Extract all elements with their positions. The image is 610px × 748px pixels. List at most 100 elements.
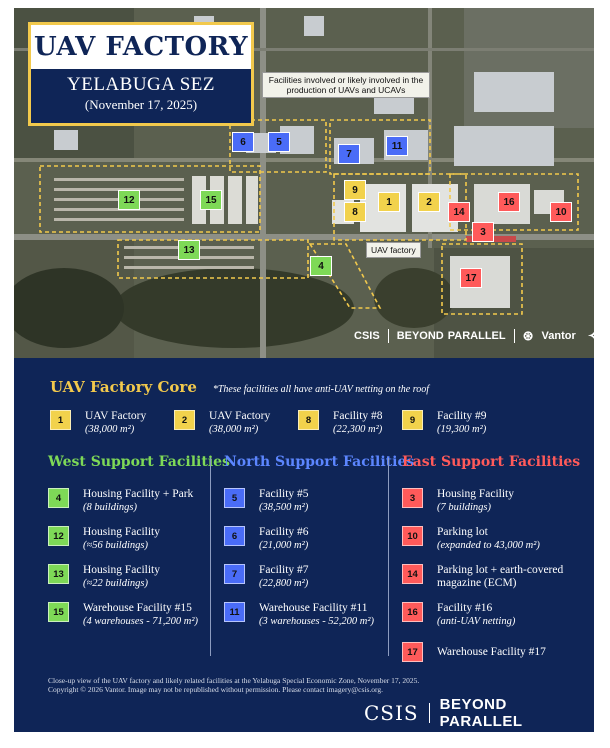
legend-item-6: 6 Facility #6 (21,000 m²): [224, 526, 309, 552]
legend-label: Housing Facility: [83, 564, 160, 576]
map-marker-15[interactable]: 15: [200, 190, 222, 210]
legend-item-14: 14 Parking lot + earth-covered magazine …: [402, 564, 587, 590]
legend-detail: (21,000 m²): [259, 540, 309, 551]
map-marker-17[interactable]: 17: [460, 268, 482, 288]
legend-item-12: 12 Housing Facility(≈56 buildings): [48, 526, 160, 552]
legend-swatch: 6: [224, 526, 245, 546]
infographic: UAV FACTORY YELABUGA SEZ (November 17, 2…: [14, 8, 594, 732]
legend-label: Facility #16: [437, 602, 493, 614]
column-divider: [210, 458, 211, 656]
brand-logos: CSIS BEYOND PARALLEL: [364, 696, 594, 730]
legend-swatch: 17: [402, 642, 423, 662]
map-marker-2[interactable]: 2: [418, 192, 440, 212]
legend-swatch: 1: [50, 410, 71, 430]
legend-label: Warehouse Facility #15: [83, 602, 192, 614]
map-marker-5[interactable]: 5: [268, 132, 290, 152]
legend-item-1: 1 UAV Factory (38,000 m²): [50, 410, 146, 436]
legend-detail: (8 buildings): [83, 502, 137, 513]
north-heading: North Support Facilities: [224, 454, 415, 470]
footnote-caption: Close-up view of the UAV factory and lik…: [48, 676, 420, 685]
legend-label: Facility #5: [259, 488, 309, 500]
legend-swatch: 15: [48, 602, 69, 622]
map-marker-6[interactable]: 6: [232, 132, 254, 152]
legend-detail: (38,000 m²): [85, 424, 135, 435]
legend-detail: (38,000 m²): [209, 424, 259, 435]
legend-label: UAV Factory: [85, 410, 147, 422]
map-marker-3[interactable]: 3: [472, 222, 494, 242]
legend-detail: (anti-UAV netting): [437, 616, 516, 627]
facilities-callout: Facilities involved or likely involved i…: [262, 72, 430, 98]
footnote: Close-up view of the UAV factory and lik…: [48, 676, 468, 694]
legend-item-4: 4 Housing Facility + Park(8 buildings): [48, 488, 193, 514]
legend-label: Housing Facility + Park: [83, 488, 194, 500]
map-marker-11[interactable]: 11: [386, 136, 408, 156]
legend-item-7: 7 Facility #7 (22,800 m²): [224, 564, 309, 590]
credit-vantor: Vantor: [541, 330, 576, 342]
map-marker-4[interactable]: 4: [310, 256, 332, 276]
credit-parallel: PARALLEL: [447, 330, 506, 342]
legend-label: Parking lot + earth-covered magazine (EC…: [437, 564, 564, 589]
legend-item-3: 3 Housing Facility(7 buildings): [402, 488, 514, 514]
map-marker-12[interactable]: 12: [118, 190, 140, 210]
legend-label: Warehouse Facility #17: [437, 646, 546, 658]
legend-item-17: 17 Warehouse Facility #17: [402, 642, 546, 662]
core-note: *These facilities all have anti-UAV nett…: [212, 384, 430, 395]
credit-beyond: BEYOND: [396, 330, 444, 342]
legend-label: Facility #9: [437, 410, 487, 422]
legend-item-11: 11 Warehouse Facility #11(3 warehouses -…: [224, 602, 374, 628]
map-marker-10[interactable]: 10: [550, 202, 572, 222]
map-marker-1[interactable]: 1: [378, 192, 400, 212]
map-credits: CSIS BEYOND PARALLEL ⊛ Vantor ✧: [354, 324, 594, 348]
legend-swatch: 13: [48, 564, 69, 584]
east-heading: East Support Facilities: [402, 454, 581, 470]
core-heading-row: UAV Factory Core *These facilities all h…: [50, 378, 429, 396]
legend-detail: (≈56 buildings): [83, 540, 148, 551]
legend-swatch: 16: [402, 602, 423, 622]
map-title-box: UAV FACTORY YELABUGA SEZ (November 17, 2…: [28, 22, 254, 126]
compass-icon: ✧: [588, 326, 594, 347]
uav-factory-callout: UAV factory: [366, 242, 421, 258]
map-marker-7[interactable]: 7: [338, 144, 360, 164]
core-heading: UAV Factory Core: [50, 378, 197, 396]
credit-csis: CSIS: [354, 330, 380, 342]
legend-swatch: 9: [402, 410, 423, 430]
legend-item-2: 2 UAV Factory (38,000 m²): [174, 410, 270, 436]
map-marker-8[interactable]: 8: [344, 202, 366, 222]
legend-detail: (7 buildings): [437, 502, 491, 513]
legend-detail: (4 warehouses - 71,200 m²): [83, 616, 199, 627]
legend-item-5: 5 Facility #5 (38,500 m²): [224, 488, 309, 514]
legend-label: Facility #7: [259, 564, 309, 576]
legend-detail: (19,300 m²): [437, 424, 487, 435]
map-marker-14[interactable]: 14: [448, 202, 470, 222]
legend-swatch: 3: [402, 488, 423, 508]
legend-panel: UAV Factory Core *These facilities all h…: [14, 358, 594, 732]
map-title: UAV FACTORY: [33, 32, 249, 62]
legend-detail: (38,500 m²): [259, 502, 309, 513]
beyond-parallel-logo: BEYOND PARALLEL: [439, 696, 523, 730]
footnote-copyright: Copyright © 2026 Vantor. Image may not b…: [48, 685, 383, 694]
legend-label: Parking lot: [437, 526, 488, 538]
legend-item-9: 9 Facility #9 (19,300 m²): [402, 410, 487, 436]
legend-swatch: 7: [224, 564, 245, 584]
legend-detail: (22,800 m²): [259, 578, 309, 589]
legend-swatch: 10: [402, 526, 423, 546]
legend-label: Facility #6: [259, 526, 309, 538]
satellite-map: UAV FACTORY YELABUGA SEZ (November 17, 2…: [14, 8, 594, 358]
legend-swatch: 5: [224, 488, 245, 508]
west-heading: West Support Facilities: [48, 454, 230, 470]
legend-item-10: 10 Parking lot(expanded to 43,000 m²): [402, 526, 540, 552]
map-date: (November 17, 2025): [84, 97, 198, 112]
legend-swatch: 8: [298, 410, 319, 430]
map-marker-13[interactable]: 13: [178, 240, 200, 260]
legend-swatch: 11: [224, 602, 245, 622]
legend-detail: (≈22 buildings): [83, 578, 148, 589]
legend-detail: (22,300 m²): [333, 424, 383, 435]
legend-label: UAV Factory: [209, 410, 271, 422]
legend-swatch: 2: [174, 410, 195, 430]
legend-item-8: 8 Facility #8(22,300 m²): [298, 410, 383, 436]
map-marker-9[interactable]: 9: [344, 180, 366, 200]
map-marker-16[interactable]: 16: [498, 192, 520, 212]
legend-item-16: 16 Facility #16 (anti-UAV netting): [402, 602, 515, 628]
map-subtitle: YELABUGA SEZ: [67, 74, 215, 95]
legend-label: Warehouse Facility #11: [259, 602, 368, 614]
